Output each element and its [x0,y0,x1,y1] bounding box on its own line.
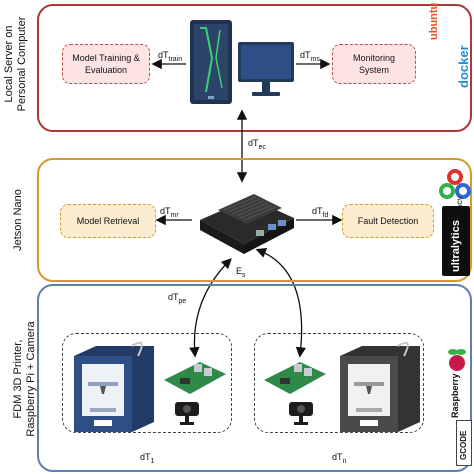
arrow-pe [189,258,232,358]
model-training-line2: Evaluation [84,65,127,75]
raspberry-logo [448,349,466,371]
raspberry-pi-1-icon [164,362,226,394]
edge-label: Es [236,266,246,279]
dt-n-label: dTn [332,452,347,465]
dt-train-label: dTtrain [158,50,183,63]
printer-tier-label: FDM 3D Printer, Raspberry Pi + Camera [12,321,37,437]
monitoring-line2: System [358,65,389,75]
dt-1-label: dT1 [140,452,155,465]
monitoring-line1: Monitoring [352,53,396,63]
local-server-tier [37,4,472,132]
jetson-board-icon [200,194,294,254]
model-training-line1: Model Training & [72,53,140,63]
printer-1-icon [74,342,154,432]
dt-fd-label: dTfd [312,206,329,219]
opencv-logo [439,169,471,199]
model-training-box: Model Training & Evaluation [62,44,150,84]
docker-logo: docker [456,45,471,88]
ultralytics-logo [442,206,470,276]
fault-detection-box: Fault Detection [342,204,434,238]
gcode-text: GCODE [459,430,468,460]
fault-detection-label: Fault Detection [357,216,419,226]
jetson-tier-label: Jetson Nano [12,189,24,251]
camera-n-icon [289,402,313,425]
ultralytics-text: ultralytics [450,220,462,272]
raspberry-pi-n-icon [264,362,326,394]
ubuntu-logo: ubuntu [428,2,440,40]
jetson-tier [37,158,472,282]
monitoring-system-box: Monitoring System [332,44,416,84]
dt-ec-label: dTec [248,138,266,151]
camera-1-icon [175,402,199,425]
arrow-edge-to-tn [255,247,307,358]
model-retrieval-box: Model Retrieval [60,204,156,238]
dt-pe-label: dTpe [168,292,187,305]
dt-mr-label: dTmr [160,206,179,219]
model-retrieval-label: Model Retrieval [76,216,140,226]
printer-tier [37,284,472,472]
computer-icon [190,20,294,104]
printer-group-n [254,333,424,433]
dt-ms-label: dTms [300,50,320,63]
raspberry-text: Raspberry [450,373,460,418]
printer-n-icon [340,342,420,432]
printer-group-1 [62,333,232,433]
gcode-logo [456,420,472,466]
